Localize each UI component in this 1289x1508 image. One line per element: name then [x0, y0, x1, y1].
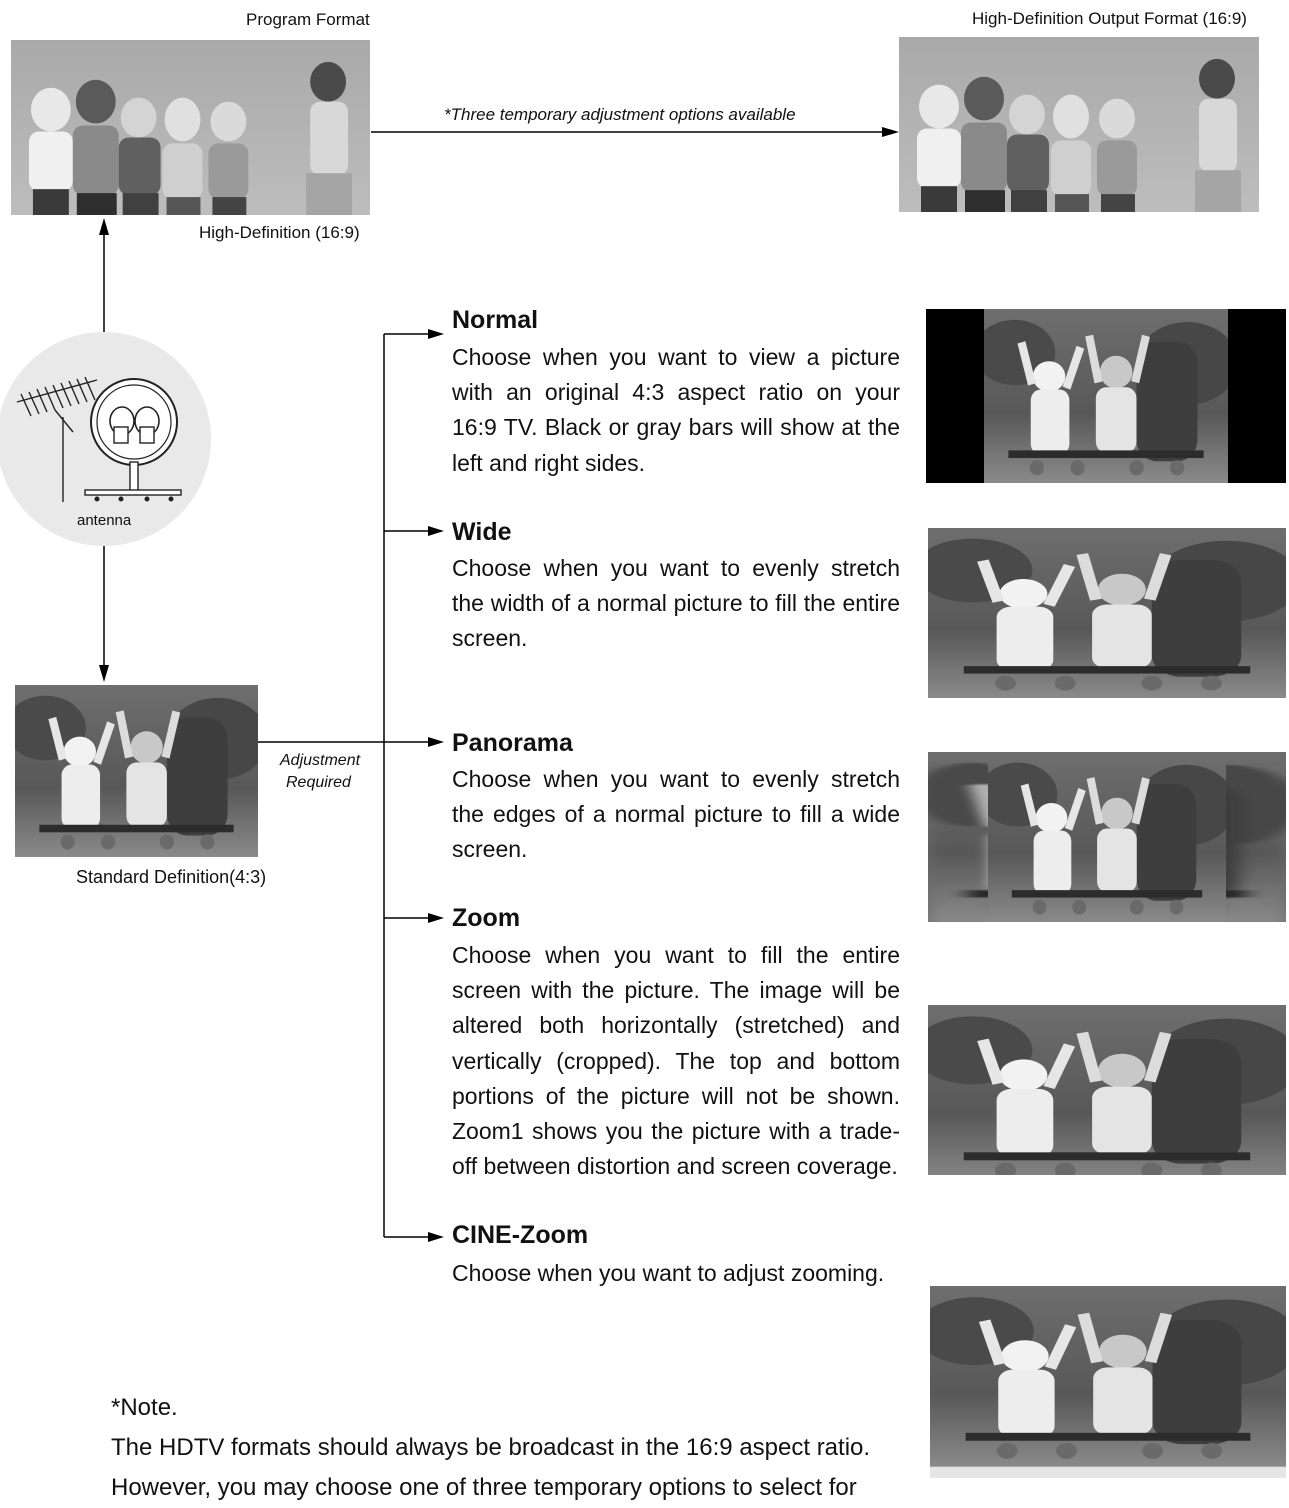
- note-heading: *Note.: [111, 1394, 178, 1421]
- note-line-1: The HDTV formats should always be broadc…: [111, 1434, 871, 1461]
- mode-title-panorama: Panorama: [452, 729, 573, 757]
- mode-desc-zoom: Choose when you want to fill the entire …: [452, 942, 900, 1180]
- standard-definition-image: [15, 685, 258, 857]
- cine-zoom-preview-image: [930, 1286, 1286, 1478]
- three-options-label: *Three temporary adjustment options avai…: [444, 105, 796, 124]
- panorama-preview-image: [928, 752, 1286, 922]
- required-label: Required: [286, 774, 351, 791]
- mode-desc-normal: Choose when you want to view a picture w…: [452, 344, 900, 476]
- antenna-label: antenna: [77, 512, 132, 529]
- yagi-antenna-icon: [16, 376, 98, 502]
- mode-desc-cine-zoom: Choose when you want to adjust zooming.: [452, 1260, 885, 1286]
- high-definition-label: High-Definition (16:9): [199, 223, 360, 242]
- note-line-2: However, you may choose one of three tem…: [111, 1474, 857, 1501]
- mode-title-normal: Normal: [452, 306, 539, 334]
- satellite-dish-icon: [84, 378, 182, 502]
- zoom-preview-image: [928, 1005, 1286, 1175]
- wide-preview-image: [928, 528, 1286, 698]
- adjustment-label: Adjustment: [280, 752, 361, 769]
- mode-desc-wide: Choose when you want to evenly stretch t…: [452, 555, 900, 652]
- mode-desc-panorama: Choose when you want to evenly stretch t…: [452, 766, 900, 863]
- normal-preview-image: [926, 309, 1286, 483]
- standard-definition-label: Standard Definition(4:3): [76, 867, 267, 887]
- mode-title-zoom: Zoom: [452, 904, 521, 932]
- hd-output-format-label: High-Definition Output Format (16:9): [972, 9, 1247, 28]
- mode-title-wide: Wide: [452, 518, 512, 546]
- antenna-illustration: [0, 332, 211, 546]
- mode-title-cine-zoom: CINE-Zoom: [452, 1221, 589, 1249]
- program-format-label: Program Format: [246, 10, 370, 29]
